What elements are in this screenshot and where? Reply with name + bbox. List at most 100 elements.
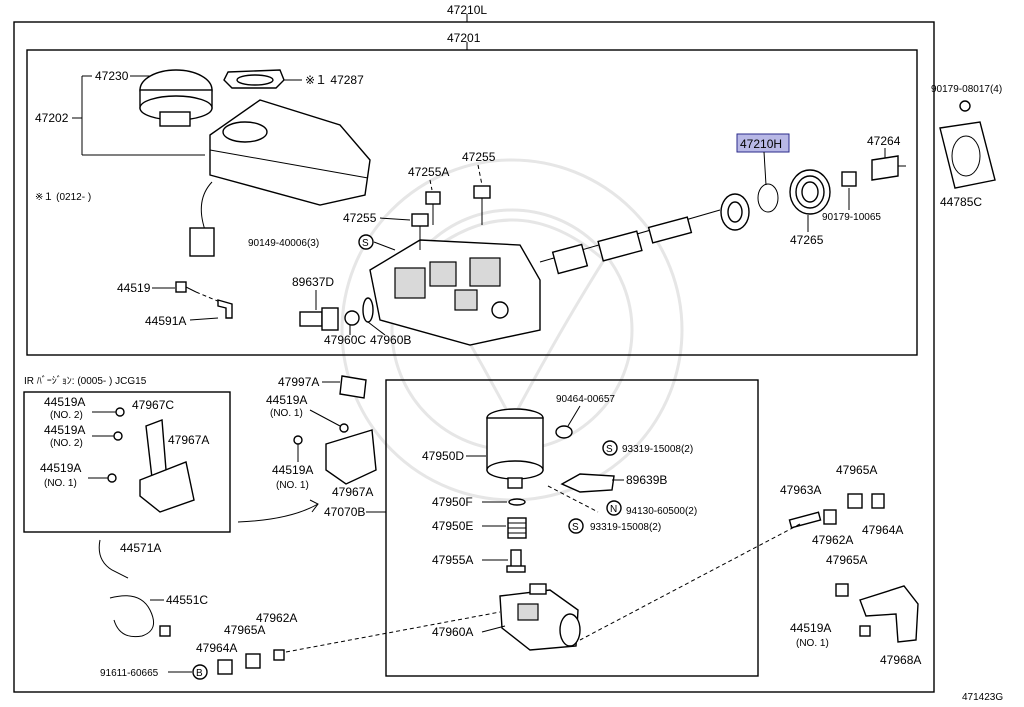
label-94130: 94130-60500(2): [626, 506, 697, 517]
label-47255-top: 47255: [462, 150, 496, 164]
transfer-arrow: [237, 503, 319, 523]
pump-inset-frame: [385, 379, 759, 677]
pin-47963A: [788, 511, 822, 529]
pressure-sensor: [299, 297, 374, 331]
bolt-47255A: [425, 191, 441, 225]
label-44519A-3-no: (NO. 1): [44, 478, 77, 489]
label-47255A: 47255A: [408, 165, 449, 179]
actuator-body: [369, 239, 541, 346]
bolt-44519: [175, 281, 197, 293]
label-47964A-bl: 47964A: [196, 641, 237, 655]
svg-text:S: S: [606, 444, 613, 455]
seal-ring: [720, 193, 750, 231]
svg-text:S: S: [572, 522, 579, 533]
label-44591A: 44591A: [145, 314, 186, 328]
s-symbol-1: S: [358, 234, 374, 250]
bushing-47962A-r: [823, 509, 837, 525]
label-44519A-4: 44519A: [266, 393, 307, 407]
snap-ring-47210H: [757, 183, 779, 213]
label-93319-a: 93319-15008(2): [622, 444, 693, 455]
motor-47950D: [486, 408, 544, 489]
clevis-47264: [871, 155, 906, 181]
label-47210L: 47210L: [447, 3, 487, 17]
clip-90464: [555, 425, 573, 439]
svg-text:S: S: [362, 238, 369, 249]
label-44519A-2: 44519A: [44, 423, 85, 437]
label-47210H: 47210H: [740, 137, 782, 151]
note-0212: ※１ (0212- ): [35, 192, 91, 203]
label-44519A-1-no: (NO. 2): [50, 410, 83, 421]
pump-47960A: [499, 583, 581, 651]
clip-47997A: [339, 375, 367, 399]
label-47965A-r2: 47965A: [826, 553, 867, 567]
label-44519A-4-no: (NO. 1): [270, 408, 303, 419]
bracket-44591A: [217, 299, 233, 319]
label-47968A: 47968A: [880, 653, 921, 667]
s-symbol-2: S: [602, 440, 618, 456]
ir-inset-frame: [23, 391, 231, 533]
harness-44551C: [109, 595, 171, 638]
label-47230: 47230: [95, 69, 129, 83]
reservoir-cap: [139, 69, 213, 127]
inner-frame: [26, 49, 918, 356]
label-47964A-r: 47964A: [862, 523, 903, 537]
piston-rod: [539, 209, 721, 275]
reservoir-gasket: [223, 69, 285, 89]
label-47950F: 47950F: [432, 495, 473, 509]
label-47287: ※１ 47287: [305, 73, 364, 87]
label-47967C: 47967C: [132, 398, 174, 412]
nut-90179-10065: [841, 171, 857, 187]
nut-90179-08017: [959, 100, 971, 112]
label-91611: 91611-60665: [100, 668, 159, 679]
bracket-47968A: [859, 585, 919, 643]
pin-47955A: [506, 549, 526, 573]
label-47264: 47264: [867, 134, 901, 148]
label-47202: 47202: [35, 111, 69, 125]
n-symbol: N: [606, 500, 622, 516]
label-44519A-5: 44519A: [272, 463, 313, 477]
label-47201: 47201: [447, 31, 481, 45]
label-44571A: 44571A: [120, 541, 161, 555]
gasket-44785C: [939, 121, 996, 189]
label-90464: 90464-00657: [556, 394, 615, 405]
bushing-47964A-r: [871, 493, 885, 509]
hose-44571A: [98, 539, 129, 579]
reservoir-tank: [189, 99, 371, 257]
bushing-47965A-r1: [847, 493, 863, 509]
label-44519A-1: 44519A: [44, 395, 85, 409]
bushings-bl: [217, 649, 285, 675]
washer-47950F: [508, 498, 526, 506]
label-89639B: 89639B: [626, 473, 667, 487]
bushing-47965A-r2: [835, 583, 849, 597]
bolt-47255-top: [473, 185, 491, 225]
label-47070B: 47070B: [324, 505, 365, 519]
b-symbol: B: [192, 664, 208, 680]
label-44519A-5-no: (NO. 1): [276, 480, 309, 491]
label-47967A-mid: 47967A: [332, 485, 373, 499]
bolt-47255-left: [411, 213, 429, 250]
figure-number: 471423G: [962, 692, 1003, 703]
label-47265: 47265: [790, 233, 824, 247]
label-47967A-left: 47967A: [168, 433, 209, 447]
ir-bracket-parts: [88, 407, 195, 513]
label-47960B: 47960B: [370, 333, 411, 347]
spring-47950E: [507, 517, 527, 539]
label-47960A: 47960A: [432, 625, 473, 639]
ir-version-note: IR ﾊﾞｰｼﾞｮﾝ: (0005- ) JCG15: [24, 375, 147, 387]
label-47963A: 47963A: [780, 483, 821, 497]
label-90179-10065: 90179-10065: [822, 212, 881, 223]
pump-to-bushing-line: [285, 611, 501, 653]
label-44519A-3: 44519A: [40, 461, 81, 475]
label-44785C: 44785C: [940, 195, 982, 209]
svg-text:N: N: [610, 504, 617, 515]
label-47997A: 47997A: [278, 375, 319, 389]
label-93319-b: 93319-15008(2): [590, 522, 661, 533]
label-90179-08017: 90179-08017(4): [931, 84, 1002, 95]
s-symbol-3: S: [568, 518, 584, 534]
label-47950E: 47950E: [432, 519, 473, 533]
label-47962A-r: 47962A: [812, 533, 853, 547]
bolt-44519A-r: [859, 625, 871, 637]
label-44519A-2-no: (NO. 2): [50, 438, 83, 449]
svg-text:B: B: [196, 668, 203, 679]
